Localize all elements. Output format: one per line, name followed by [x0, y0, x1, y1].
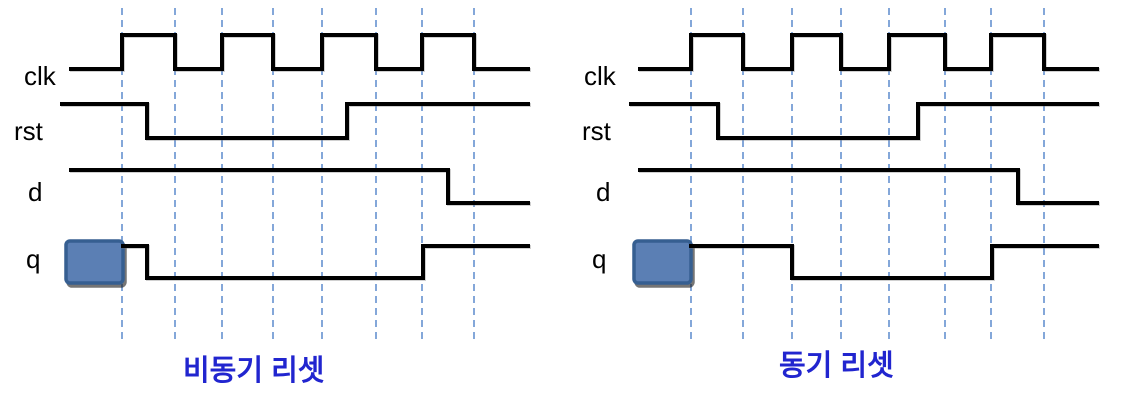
signal-label-clk-async: clk: [24, 61, 56, 91]
signal-label-d-sync: d: [596, 177, 611, 207]
async-reset-q-unknown-box: [64, 239, 125, 285]
sync-reset-q-waveform: [689, 244, 1099, 280]
diagram-title-async-reset: 비동기 리셋: [183, 355, 325, 387]
async-reset-q-waveform: [121, 244, 530, 280]
signal-label-clk-sync: clk: [584, 61, 616, 91]
async-reset-clk-waveform: [69, 33, 530, 71]
signal-label-d-async: d: [28, 177, 43, 207]
sync-reset-q-unknown-box: [632, 239, 693, 285]
sync-reset-rst-waveform: [629, 102, 1099, 140]
async-reset-rst-waveform: [60, 102, 530, 140]
signal-label-q-sync: q: [592, 244, 607, 274]
diagram-title-sync-reset: 동기 리셋: [779, 350, 894, 382]
sync-reset-d-waveform: [638, 168, 1099, 205]
sync-reset-clk-waveform: [638, 33, 1099, 71]
signal-label-rst-sync: rst: [582, 116, 611, 146]
signal-label-q-async: q: [26, 244, 41, 274]
async-reset-d-waveform: [69, 168, 530, 205]
signal-label-rst-async: rst: [14, 116, 43, 146]
